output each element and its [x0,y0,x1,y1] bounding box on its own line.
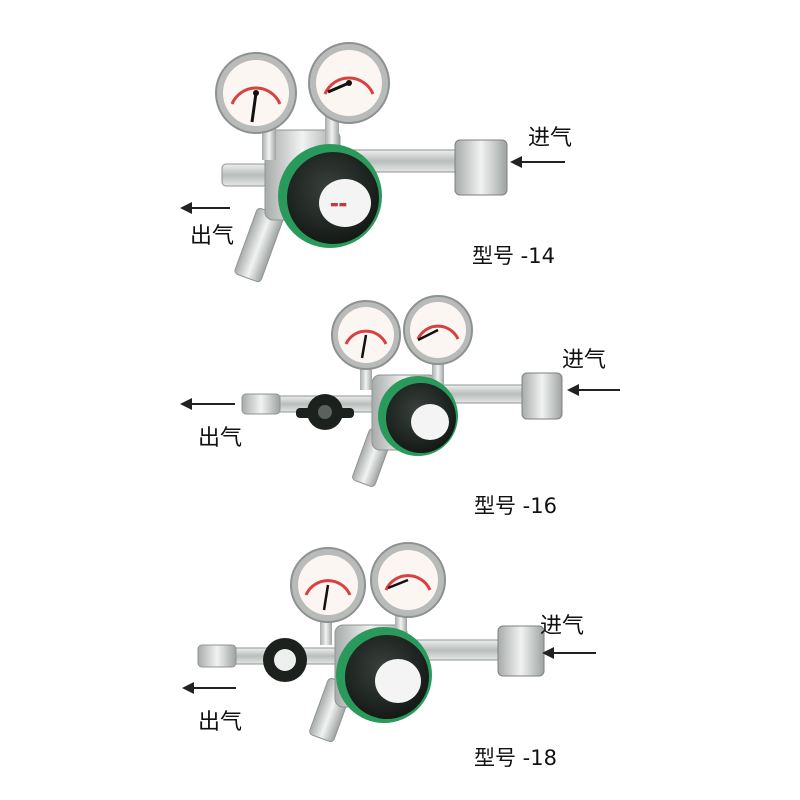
knob-face [375,659,421,703]
regulator-panel-18: 进气 出气 型号 -18 [0,540,800,800]
knob-face [319,179,371,227]
outlet-fitting [221,163,268,187]
pressure-gauge-right [308,42,390,124]
outlet-arrow [180,202,230,214]
outlet-arrow [182,682,236,694]
inlet-label: 进气 [540,614,585,639]
inlet-nut [497,625,545,677]
pressure-gauge-left [331,300,401,370]
outlet-arrow [180,398,235,410]
inlet-arrow [542,647,596,659]
shutoff-valve [296,394,354,430]
outlet-label: 出气 [198,710,243,735]
inlet-label: 进气 [528,126,573,151]
model-label: 型号 -18 [474,746,557,770]
model-label: 型号 -16 [474,494,557,518]
outlet-label: 出气 [198,426,243,451]
outlet-label: 出气 [190,224,235,249]
inlet-nut [521,372,563,420]
inlet-nut [454,139,508,196]
inlet-arrow [510,156,565,168]
model-label: 型号 -14 [472,244,555,268]
pressure-gauge-left [290,547,366,623]
pressure-gauge-left [215,52,297,134]
outlet-fitting [241,393,281,415]
regulator-16-illustration [180,295,620,487]
pressure-gauge-right [370,542,446,618]
regulator-panel-14: ▬▬ 进气 出气 型号 -14 [0,0,800,290]
knob-brand-mark: ▬▬ [330,200,347,210]
regulator-panel-16: 进气 出气 型号 -16 [0,290,800,540]
knob-face [411,404,449,440]
inlet-arrow [567,384,620,396]
pressure-gauge-right [403,295,473,365]
inlet-label: 进气 [562,348,607,373]
outlet-fitting [197,644,237,668]
regulator-18-illustration [182,542,596,743]
secondary-knob [263,638,307,682]
regulator-14-illustration: ▬▬ [180,42,565,283]
